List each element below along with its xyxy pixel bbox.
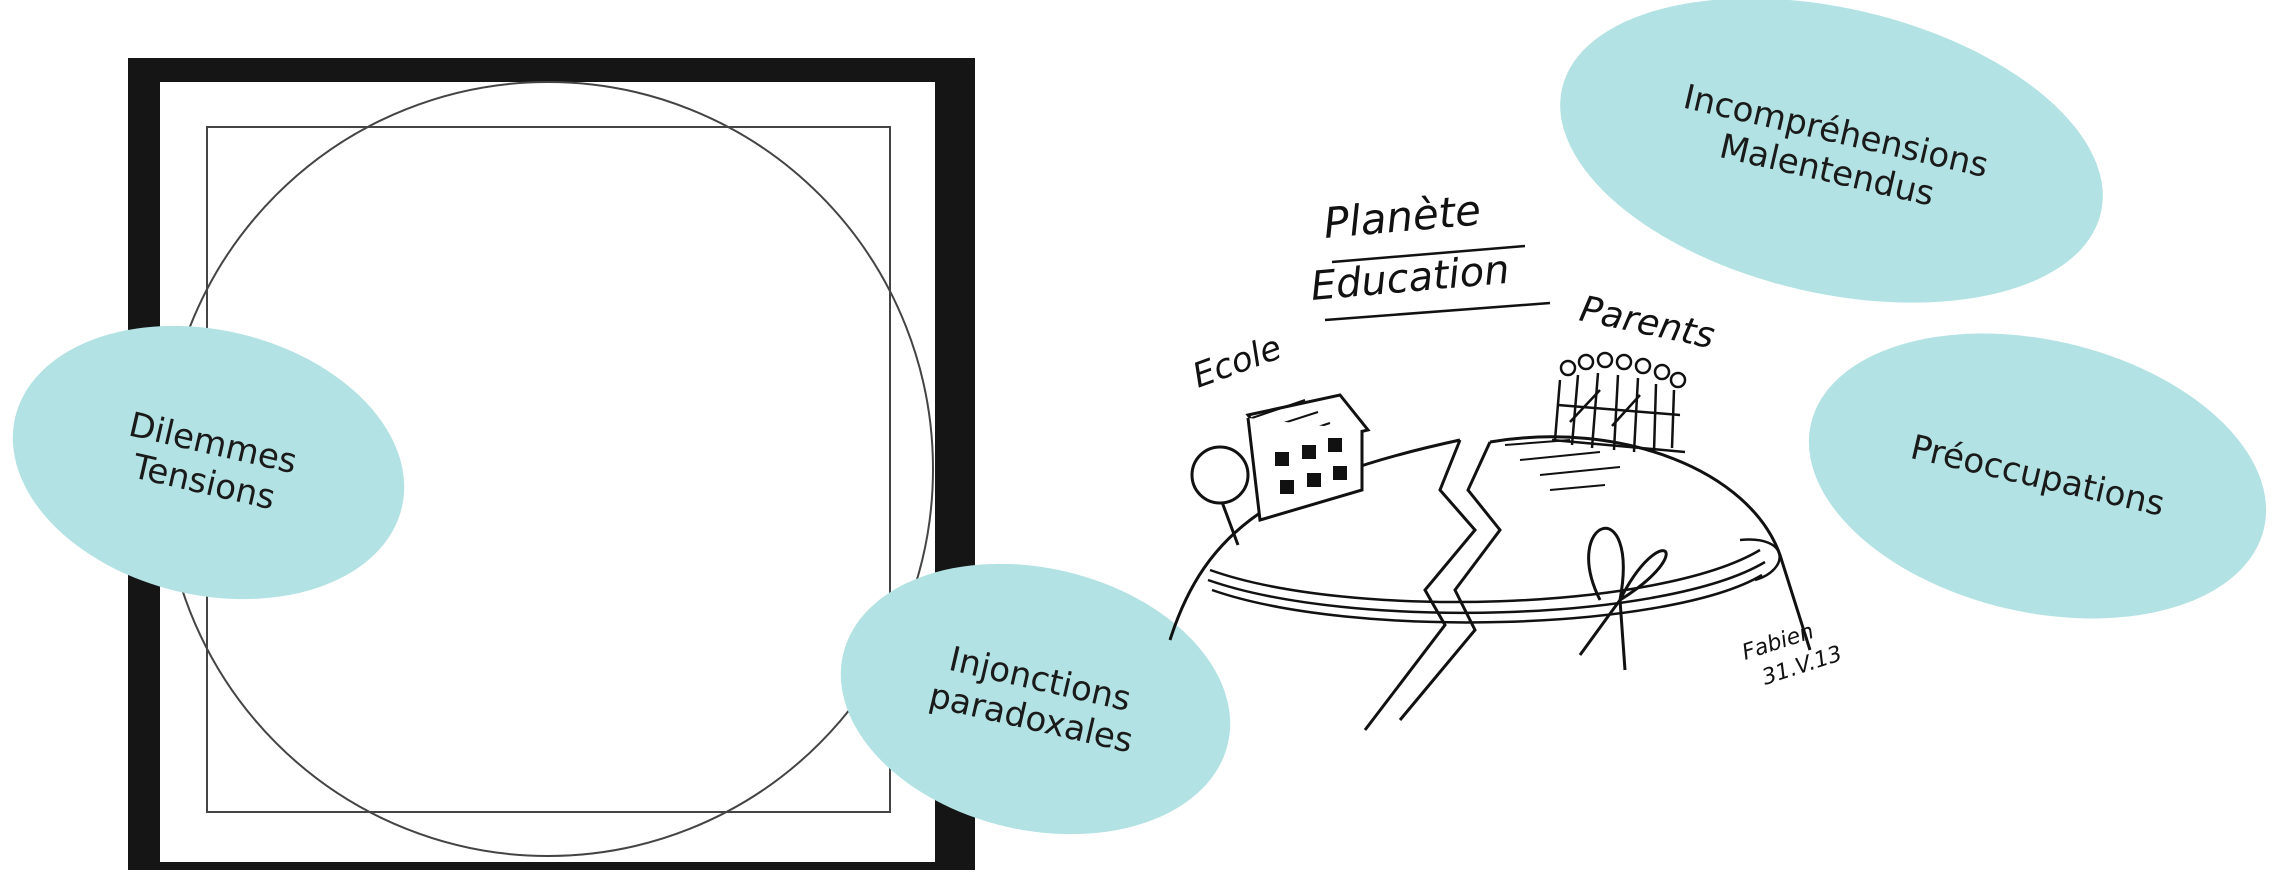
school-window-1 xyxy=(1275,452,1289,466)
rope-tail-2 xyxy=(1620,600,1625,670)
rope-ring-3 xyxy=(1212,575,1762,622)
school-window-6 xyxy=(1333,466,1347,480)
parents-crowd xyxy=(1552,353,1685,452)
tree-crown xyxy=(1192,447,1248,503)
school-window-5 xyxy=(1307,473,1321,487)
school-window-3 xyxy=(1328,438,1342,452)
sketch-title-line1: Planète xyxy=(1322,190,1483,248)
label-ecole: Ecole xyxy=(1187,328,1287,397)
rope-bow xyxy=(1589,528,1667,600)
rope-ring-1 xyxy=(1210,550,1760,602)
rope-ring-2 xyxy=(1208,562,1765,613)
school-window-4 xyxy=(1280,480,1294,494)
school-window-2 xyxy=(1302,445,1316,459)
label-parents: Parents xyxy=(1576,289,1718,357)
planet-right-outline xyxy=(1490,437,1810,650)
crack-right xyxy=(1400,442,1500,720)
surface-hatching xyxy=(1505,440,1620,490)
planet-education-sketch: Planète Education Ecole Parents xyxy=(1100,190,1900,750)
sketch-title-line2: Education xyxy=(1309,247,1511,310)
rope-tail-1 xyxy=(1580,600,1620,655)
bubble-preoccupations-line1: Préoccupations xyxy=(1907,427,2168,524)
rope-end xyxy=(1740,540,1780,580)
